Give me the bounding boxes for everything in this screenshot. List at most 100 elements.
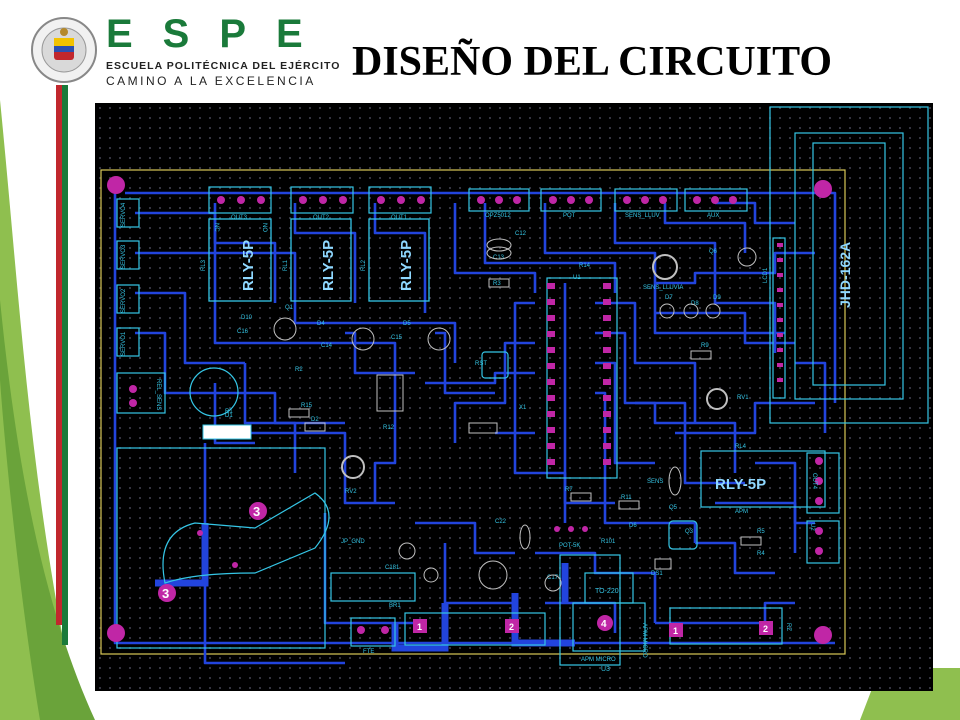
- label-q1: Q1: [285, 305, 294, 311]
- pcb-drawing: RLY-5P RLY-5P RLY-5P RLY-5P RL3 RL1 RL2 …: [100, 106, 929, 673]
- relay-label-4: RLY-5P: [715, 476, 766, 493]
- regulator-ref: U3: [601, 666, 610, 673]
- label-d1: D1: [225, 413, 233, 419]
- institution-motto: CAMINO A LA EXCELENCIA: [106, 74, 316, 88]
- label-r3: R3: [493, 281, 501, 287]
- label-c181: C181: [385, 565, 400, 571]
- marking-no: NO: [261, 223, 267, 232]
- label-sens: SENS: [647, 479, 663, 485]
- pad-number-2a: 2: [509, 622, 514, 632]
- regulator-outline: [572, 572, 646, 652]
- page-title: DISEÑO DEL CIRCUITO: [352, 39, 833, 85]
- silkscreen: [116, 106, 929, 666]
- regulator-label: TO-220: [595, 588, 619, 595]
- label-c12: C12: [515, 231, 527, 237]
- brand-wordmark: ESPE: [106, 12, 333, 56]
- relay-ref-4: RL4: [735, 444, 747, 450]
- servo-label-1: SERVO1: [121, 331, 127, 356]
- label-q6: Q6: [709, 249, 718, 255]
- relay-label-3: RLY-5P: [240, 240, 257, 291]
- pcb-layout: RLY-5P RLY-5P RLY-5P RLY-5P RL3 RL1 RL2 …: [95, 103, 933, 691]
- pads: [107, 176, 832, 644]
- label-d2: D2: [311, 417, 319, 423]
- relay-label-2: RLY-5P: [398, 240, 415, 291]
- header-label-opz: OPZ5012: [485, 213, 511, 219]
- pad-number-4: 4: [601, 619, 607, 630]
- trimmer-pots: [341, 254, 728, 479]
- label-r14: R14: [579, 263, 591, 269]
- label-out4: OUT4: [811, 473, 817, 490]
- label-d5: D5: [403, 321, 411, 327]
- label-d7: D7: [665, 295, 673, 301]
- espe-seal-icon: [31, 17, 97, 83]
- label-u1: U1: [573, 275, 581, 281]
- big-pads: 3 3 1 2 1 2 4: [158, 502, 773, 637]
- label-fte: FTE: [363, 649, 374, 655]
- marking-apm: APM: [735, 509, 748, 515]
- header-label-out3: OUT3: [231, 215, 248, 221]
- red-stripe: [56, 85, 62, 625]
- label-c15: C15: [391, 335, 403, 341]
- label-c171: C171: [547, 575, 562, 581]
- label-rv2: RV2: [345, 489, 357, 495]
- label-c13: C13: [493, 255, 505, 261]
- lcd-ref: LCD1: [763, 267, 769, 283]
- marking-nc: NC: [213, 223, 219, 232]
- green-stripe: [62, 85, 68, 645]
- ic-pins: [547, 243, 783, 465]
- thick-traces: [155, 429, 575, 652]
- label-q5: Q5: [669, 505, 678, 511]
- servo-label-4: SERVO4: [121, 202, 127, 227]
- label-r1: R1: [225, 409, 233, 415]
- institution-name: ESCUELA POLITÉCNICA DEL EJÉRCITO: [106, 60, 341, 72]
- label-br1: BR1: [389, 603, 401, 609]
- servo-label-2: SERVO2: [121, 288, 127, 313]
- pad-number-2b: 2: [763, 624, 768, 634]
- label-ds1: DS1: [651, 571, 663, 577]
- label-d9: D9: [713, 295, 721, 301]
- label-rv1: RV1: [737, 395, 749, 401]
- label-r12: R12: [383, 425, 395, 431]
- headers: [116, 186, 786, 399]
- label-pot-5k: POT-5K: [559, 543, 580, 549]
- component-labels: U1 X1 RV1 RV2 RST SENS_LLUVIA POT-5K JP_…: [155, 223, 817, 655]
- traces: [113, 183, 837, 665]
- label-r11: R11: [621, 495, 632, 501]
- label-d8: D8: [691, 301, 699, 307]
- green-band-dark: [0, 300, 95, 720]
- label-rz: RZ: [785, 623, 791, 631]
- pad-number-3a: 3: [253, 504, 260, 519]
- espe-logo: ESPE ESCUELA POLITÉCNICA DEL EJÉRCITO CA…: [30, 12, 339, 88]
- label-c16: C16: [237, 329, 249, 335]
- label-r9: R9: [701, 343, 709, 349]
- relay-ref-2: RL2: [361, 259, 367, 271]
- label-c14: C14: [321, 343, 333, 349]
- relay-ref-3: RL3: [201, 259, 207, 271]
- relay-labels: RLY-5P RLY-5P RLY-5P RLY-5P RL3 RL1 RL2 …: [201, 240, 766, 493]
- regulator-desc-2: APM MICRO: [581, 657, 616, 663]
- label-r2: R2: [295, 367, 303, 373]
- pad-number-1b: 1: [673, 626, 678, 636]
- board-outline: [100, 169, 846, 655]
- servo-label-3: SERVO3: [121, 244, 127, 269]
- pad-number-3b: 3: [162, 586, 169, 601]
- header-labels: OUT3 OUT2 OUT1 OPZ5012 POT SENS_LLUV AUX…: [121, 202, 719, 356]
- lcd-label: JHD-162A: [837, 242, 853, 308]
- header-label-pot: POT: [563, 213, 576, 219]
- header-label-sens-lluv: SENS_LLUV: [625, 213, 660, 219]
- header-label-out2: OUT2: [313, 215, 330, 221]
- label-rst: RST: [475, 361, 487, 367]
- label-d6: D6: [629, 523, 637, 529]
- label-contacto: REL_SENS: [155, 379, 161, 410]
- label-d10: D10: [241, 315, 253, 321]
- header-label-aux: AUX: [707, 213, 719, 219]
- relay-ref-1: RL1: [283, 259, 289, 271]
- small-parts: [202, 238, 762, 592]
- header-label-out1: OUT1: [391, 215, 408, 221]
- label-d4: D4: [317, 321, 325, 327]
- label-r5: R5: [757, 529, 765, 535]
- label-r101: R101: [601, 539, 616, 545]
- label-q3: Q3: [685, 529, 694, 535]
- label-r15: R15: [301, 403, 313, 409]
- label-sens-lluvia: SENS_LLUVIA: [643, 285, 683, 291]
